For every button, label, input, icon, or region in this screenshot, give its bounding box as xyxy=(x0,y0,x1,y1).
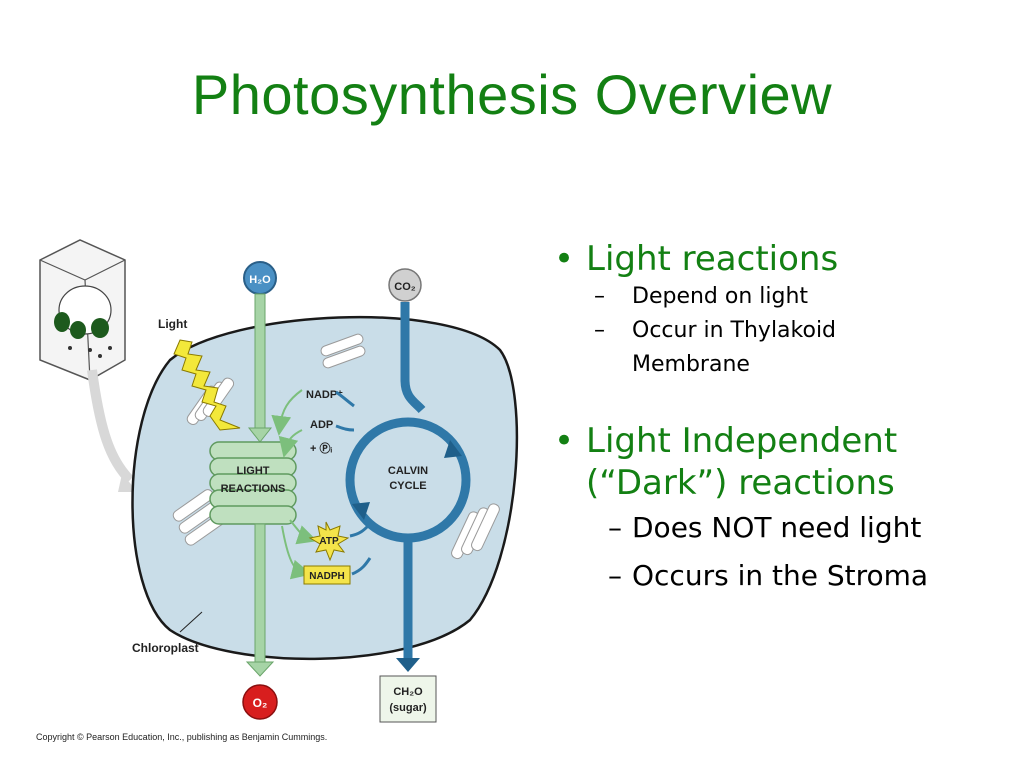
light-bolt-icon xyxy=(173,339,241,431)
atp-label: ATP xyxy=(319,536,339,547)
o2-label: O₂ xyxy=(253,696,268,710)
bullet-light-independent: Light Independent (“Dark”) reactions xyxy=(548,420,1008,504)
calvin-label-1: CALVIN xyxy=(388,465,428,477)
chloroplast-label: Chloroplast xyxy=(132,641,199,655)
nadph-label: NADPH xyxy=(309,571,345,582)
pi-label: + Ⓟᵢ xyxy=(310,441,332,455)
sub-bullet-no-light: Does NOT need light xyxy=(548,504,1008,552)
ch2o-label: CH₂O xyxy=(393,686,423,698)
sugar-label: (sugar) xyxy=(389,702,427,714)
light-reactions-label-1: LIGHT xyxy=(237,465,270,477)
light-label: Light xyxy=(158,317,187,331)
sub-bullet-depend-on-light: Depend on light xyxy=(548,280,1008,314)
calvin-cycle-ring xyxy=(345,417,471,543)
light-reactions-label-2: REACTIONS xyxy=(221,483,286,495)
sub-bullet-stroma: Occurs in the Stroma xyxy=(548,552,1008,600)
copyright-notice: Copyright © Pearson Education, Inc., pub… xyxy=(36,732,328,742)
co2-node xyxy=(388,268,422,302)
atp-burst xyxy=(308,521,350,562)
light-reactions-box xyxy=(209,441,297,525)
nadph-box xyxy=(303,565,351,585)
h2o-label: H₂O xyxy=(249,274,271,286)
adp-label: ADP xyxy=(310,419,333,431)
calvin-label-2: CYCLE xyxy=(389,480,426,492)
page-title: Photosynthesis Overview xyxy=(191,63,833,126)
bullet-light-reactions: Light reactions xyxy=(548,238,1008,280)
co2-label: CO₂ xyxy=(394,281,416,293)
nadp-label: NADP⁺ xyxy=(306,389,343,401)
bullet-light-independent-line2: (“Dark”) reactions xyxy=(586,463,895,503)
bullet-list: Light reactions Depend on light Occur in… xyxy=(548,238,1008,600)
o2-node xyxy=(242,684,278,720)
sugar-box xyxy=(379,675,437,723)
sub-bullet-thylakoid-line1: Occur in Thylakoid xyxy=(632,318,837,343)
sub-bullet-thylakoid-line2: Membrane xyxy=(632,352,750,377)
bullet-light-independent-line1: Light Independent xyxy=(586,421,898,461)
photosynthesis-diagram: Light H₂O LIGHT REACTIONS O₂ Chloroplast… xyxy=(30,230,530,750)
sub-bullet-thylakoid: Occur in Thylakoid Membrane xyxy=(548,314,1008,382)
plant-cell-icon xyxy=(39,239,126,381)
